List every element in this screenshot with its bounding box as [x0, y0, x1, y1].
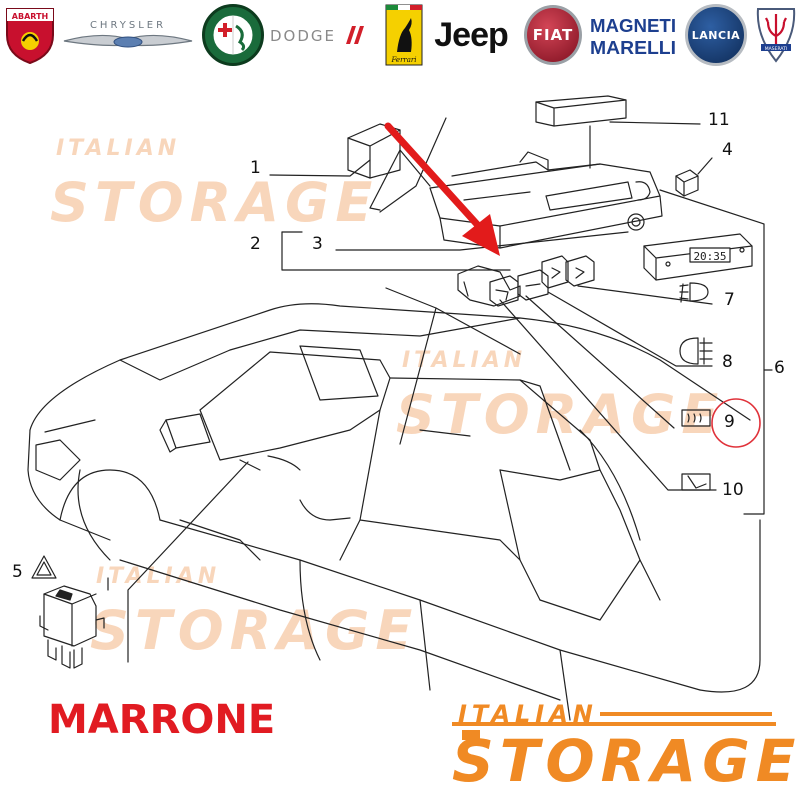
ferrari-horse-icon: Ferrari: [384, 4, 424, 66]
red-pointer-arrow: [384, 122, 500, 256]
callout-8: 8: [722, 352, 733, 372]
maserati-trident-icon: MASERATI: [754, 4, 798, 66]
callout-11: 11: [708, 110, 730, 130]
svg-text:Ferrari: Ferrari: [390, 56, 416, 64]
abarth-scorpion-icon: ABARTH: [0, 4, 60, 66]
watermark-small-3: ITALIAN: [96, 564, 221, 589]
clock-display-text: 20:35: [693, 250, 726, 263]
callout-5: 5: [12, 562, 23, 582]
jeep-wordmark-icon: Jeep: [434, 15, 508, 54]
car-body-outline: [27, 303, 761, 721]
watermark-small-1: ITALIAN: [56, 136, 181, 161]
fog-light-icon: [679, 282, 709, 303]
magneti-marelli-wordmark-icon: MAGNETI MARELLI: [588, 4, 678, 66]
fiat-badge-icon: FIAT: [524, 4, 582, 66]
alfa-romeo-badge-icon: [202, 4, 264, 66]
callout-6: 6: [774, 358, 785, 378]
svg-text:MARELLI: MARELLI: [590, 38, 676, 58]
part-3-knob: [627, 213, 645, 231]
colour-label: MARRONE: [48, 697, 276, 743]
brand-small-text: ITALIAN: [458, 700, 598, 728]
lancia-badge-icon: LANCIA: [684, 4, 748, 66]
callout-9: 9: [724, 412, 735, 432]
rear-defroster-icon: [681, 409, 711, 427]
svg-text:ABARTH: ABARTH: [12, 12, 48, 21]
watermark-big-3: STORAGE: [90, 599, 419, 662]
callout-7: 7: [724, 290, 735, 310]
watermark-big-1: STORAGE: [50, 171, 379, 234]
callout-leader-lines: [107, 117, 773, 591]
callout-10: 10: [722, 480, 744, 500]
svg-text:MAGNETI: MAGNETI: [590, 16, 676, 36]
part-1-cover-block: [347, 123, 401, 179]
svg-text:DODGE: DODGE: [270, 27, 336, 45]
part-3-console-panel: [429, 151, 663, 249]
watermark-small-2: ITALIAN: [402, 348, 527, 373]
callout-2: 2: [250, 234, 261, 254]
switch-block: [457, 255, 595, 307]
part-11-top-strip: [535, 95, 627, 127]
svg-text:MASERATI: MASERATI: [765, 46, 787, 52]
callout-9-highlight-circle: [711, 398, 761, 448]
callout-3: 3: [312, 234, 323, 254]
dodge-wordmark-icon: DODGE: [268, 4, 372, 66]
callout-4: 4: [722, 140, 733, 160]
callout-1: 1: [250, 158, 261, 178]
svg-text:CHRYSLER: CHRYSLER: [90, 20, 166, 31]
part-5-hazard-switch: [31, 555, 105, 669]
part-4-clip: [675, 169, 699, 197]
part-6-clock-unit: [643, 233, 753, 281]
chrysler-wings-icon: CHRYSLER: [62, 4, 194, 66]
rear-fog-light-icon: [679, 337, 713, 365]
leader-line-hazard: [127, 461, 249, 663]
wiper-icon: [681, 473, 711, 491]
brand-big-text: STORAGE: [452, 727, 800, 795]
leader-line-interior-2: [435, 307, 521, 355]
